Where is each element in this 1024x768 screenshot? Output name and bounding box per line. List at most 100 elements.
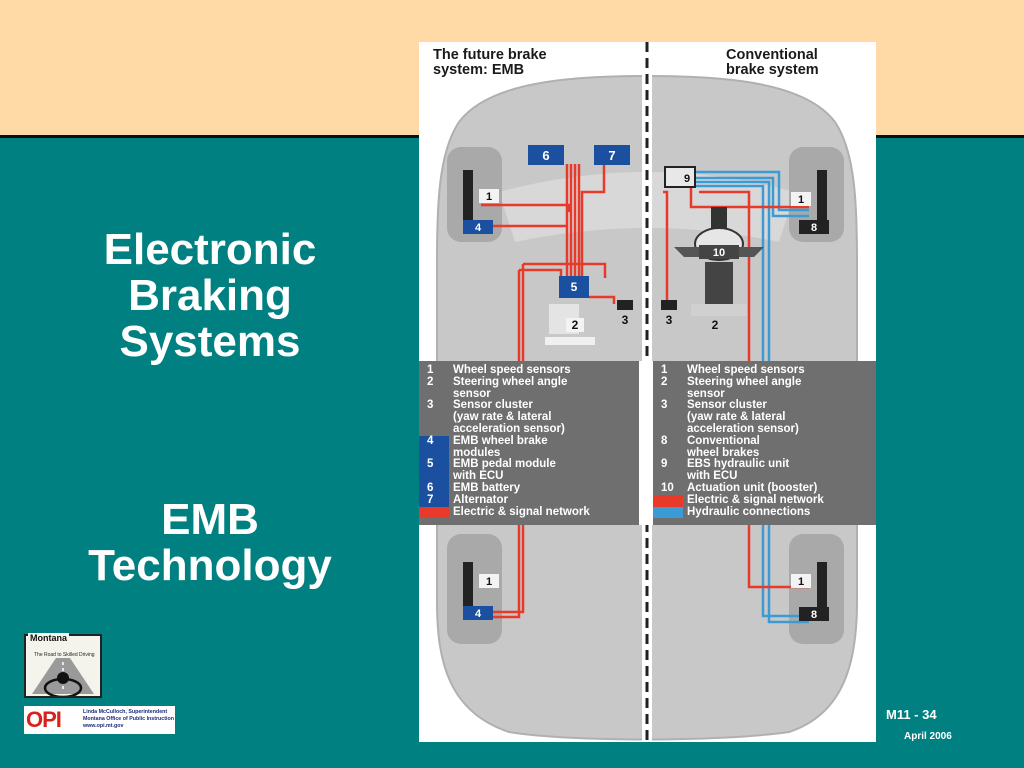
legend-text: acceleration sensor) bbox=[687, 422, 799, 435]
label-rear-right-sensor: 1 bbox=[798, 576, 804, 588]
legend-divider bbox=[639, 361, 653, 525]
rear-right-sensor-box bbox=[791, 574, 811, 588]
legend-num bbox=[419, 447, 449, 460]
legend-text: Conventional bbox=[687, 434, 760, 447]
rear-right-brake-box bbox=[799, 607, 829, 621]
legend-row: 1 Wheel speed sensors bbox=[653, 364, 875, 377]
rear-left-sensor-box bbox=[479, 574, 499, 588]
legend-text: sensor bbox=[453, 387, 491, 400]
battery-box bbox=[528, 145, 564, 165]
legend-row: Electric & signal network bbox=[653, 493, 875, 507]
legend-num: 4 bbox=[419, 435, 449, 448]
legend-num bbox=[419, 471, 449, 483]
legend-num: 3 bbox=[661, 399, 668, 412]
rear-left-module-box bbox=[463, 606, 493, 620]
disc-rear-left bbox=[463, 562, 473, 617]
conventional-header-line: brake system bbox=[726, 61, 819, 78]
legend-num: 10 bbox=[661, 481, 674, 494]
subtitle-line: Technology bbox=[88, 540, 332, 590]
label-sensor-cluster-left: 3 bbox=[622, 313, 629, 327]
booster-base bbox=[691, 304, 747, 316]
legend-row: sensor bbox=[419, 387, 637, 401]
steering-wheel-icon bbox=[32, 658, 94, 696]
emb-header: The future brake system: EMB bbox=[433, 48, 547, 77]
steering-left-box bbox=[566, 318, 584, 332]
legend-text: Electric & signal network bbox=[687, 493, 824, 506]
legend-num bbox=[419, 389, 453, 401]
legend-row: (yaw rate & lateral bbox=[419, 411, 637, 424]
legend-text: Sensor cluster bbox=[687, 399, 767, 412]
legend-row: with ECU bbox=[419, 470, 637, 483]
legend-swatch-electric bbox=[653, 494, 683, 507]
legend-text: Steering wheel angle bbox=[687, 375, 802, 388]
label-steering-right: 2 bbox=[712, 318, 719, 332]
legend-num: 2 bbox=[427, 375, 434, 388]
legend-num bbox=[653, 389, 687, 401]
legend-row: modules bbox=[419, 447, 637, 460]
legend-row: acceleration sensor) bbox=[419, 422, 637, 436]
slide-title: Electronic Braking Systems bbox=[30, 227, 390, 364]
front-right-sensor-box bbox=[791, 192, 811, 206]
label-front-right-sensor: 1 bbox=[798, 194, 804, 206]
disc-front-left bbox=[463, 170, 473, 220]
legend-text: (yaw rate & lateral bbox=[687, 411, 786, 424]
legend-text: Wheel speed sensors bbox=[687, 364, 805, 376]
wheel-front-right bbox=[789, 147, 844, 242]
slide-subtitle: EMB Technology bbox=[30, 497, 390, 589]
pedal-base-left bbox=[545, 337, 595, 345]
legend-text: Alternator bbox=[453, 493, 508, 506]
label-battery: 6 bbox=[542, 148, 549, 163]
label-ebs-unit: 9 bbox=[684, 173, 690, 185]
legend-row: 7 Alternator bbox=[419, 493, 637, 507]
legend-num: 1 bbox=[661, 364, 668, 376]
legend-text: wheel brakes bbox=[687, 446, 760, 459]
front-left-sensor-box bbox=[479, 189, 499, 203]
montana-driving-logo: Montana The Road to Skilled Driving bbox=[24, 633, 102, 698]
label-steering-left: 2 bbox=[572, 318, 579, 332]
label-front-left-sensor: 1 bbox=[486, 191, 492, 203]
slide-date: April 2006 bbox=[904, 731, 952, 742]
front-left-module-box bbox=[463, 220, 493, 234]
sensor-cluster-left-box bbox=[617, 300, 633, 310]
opi-text: Linda McCulloch, Superintendent Montana … bbox=[83, 709, 174, 730]
conventional-header-line: Conventional bbox=[726, 47, 818, 63]
legend-text: acceleration sensor) bbox=[453, 422, 565, 435]
legend-text: (yaw rate & lateral bbox=[453, 411, 552, 424]
ebs-unit-box bbox=[664, 166, 696, 188]
wheel-rear-left bbox=[447, 534, 502, 644]
wheel-front-left bbox=[447, 147, 502, 242]
legend-row: sensor bbox=[653, 387, 875, 401]
label-alternator: 7 bbox=[608, 148, 615, 163]
opi-line: Linda McCulloch, Superintendent bbox=[83, 709, 168, 715]
brake-system-diagram: 6 7 5 3 2 1 4 1 4 9 10 3 bbox=[419, 42, 876, 742]
legend-num: 6 bbox=[419, 482, 449, 495]
conventional-header: Conventional brake system bbox=[726, 48, 819, 77]
label-rear-left-module: 4 bbox=[475, 608, 482, 620]
front-right-brake-box bbox=[799, 220, 829, 234]
alternator-box bbox=[594, 145, 630, 165]
legend-row: (yaw rate & lateral bbox=[653, 411, 875, 424]
label-sensor-cluster-right: 3 bbox=[666, 313, 673, 327]
legend-text: with ECU bbox=[687, 470, 738, 483]
sensor-cluster-right-box bbox=[661, 300, 677, 310]
legend-num: 3 bbox=[427, 399, 434, 412]
legend-num: 7 bbox=[419, 494, 449, 507]
legend-text: sensor bbox=[687, 387, 725, 400]
legend-swatch-electric bbox=[419, 506, 449, 519]
title-line: Systems bbox=[119, 316, 301, 366]
legend-num: 1 bbox=[427, 364, 434, 376]
legend-text: EMB pedal module bbox=[453, 458, 556, 471]
booster-label-box bbox=[699, 245, 739, 259]
slide-number: M11 - 34 bbox=[886, 707, 937, 722]
opi-logo: OPI Linda McCulloch, Superintendent Mont… bbox=[24, 706, 175, 734]
legend-text: Electric & signal network bbox=[453, 505, 590, 518]
disc-front-right bbox=[817, 170, 827, 220]
